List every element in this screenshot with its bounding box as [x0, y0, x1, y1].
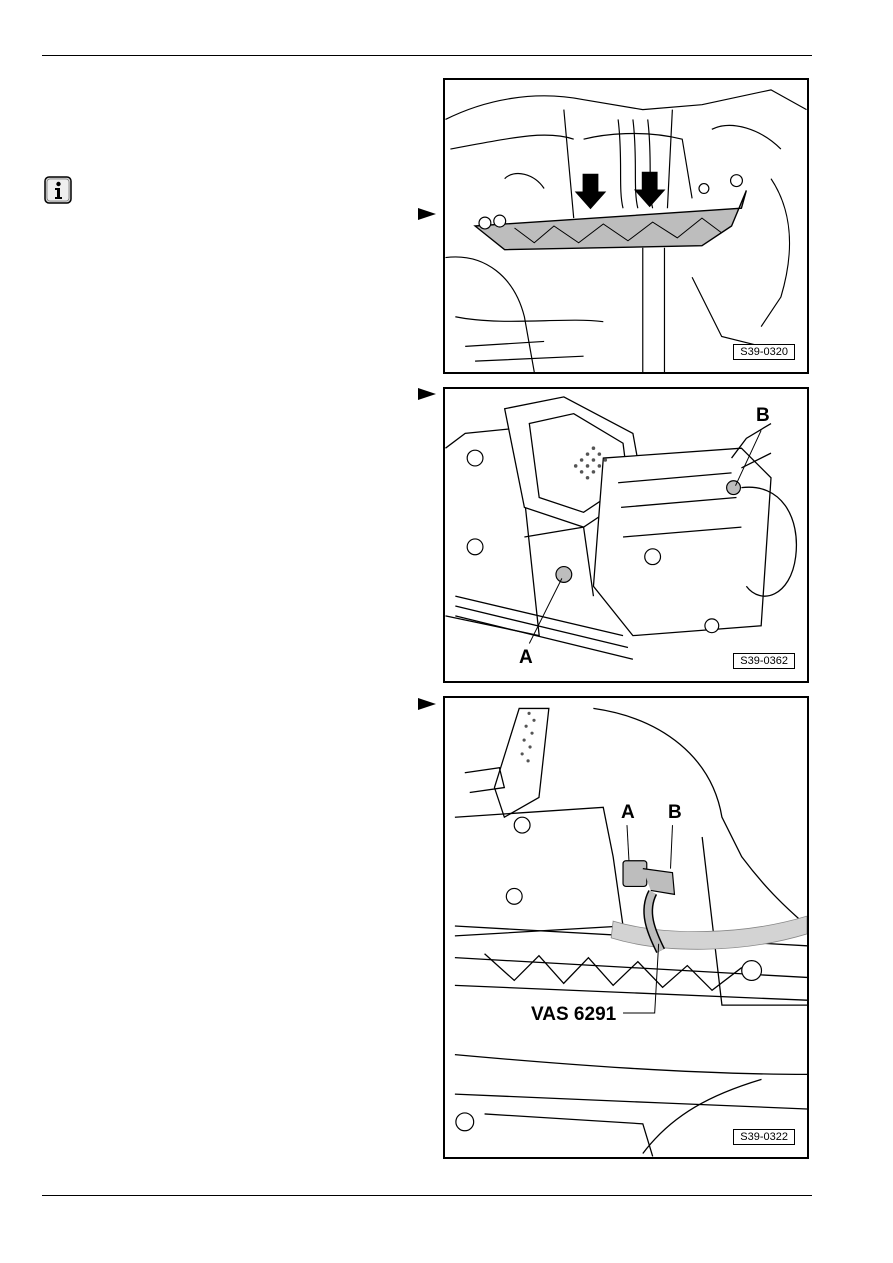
- figure-vas-6291-connection: A B VAS 6291 S39-0322: [443, 696, 809, 1159]
- figure-2-illustration: [445, 396, 798, 660]
- figure-gearbox-plugs: B A S39-0362: [443, 387, 809, 683]
- callout-a: A: [621, 802, 635, 823]
- figure-label: S39-0320: [733, 344, 795, 360]
- figure-drain-plug-bracket: S39-0320: [443, 78, 809, 374]
- header-rule: [42, 55, 812, 56]
- pointer-icon-1: [418, 208, 436, 220]
- pointer-icon-2: [418, 388, 436, 400]
- callout-vas-6291: VAS 6291: [531, 1004, 617, 1025]
- figure-3-illustration: [454, 707, 807, 1157]
- pointer-icon-3: [418, 698, 436, 710]
- callout-a: A: [519, 647, 533, 668]
- figure-1-illustration: [445, 89, 807, 372]
- figure-label: S39-0322: [733, 1129, 795, 1145]
- callout-b: B: [668, 802, 682, 823]
- footer-rule: [42, 1195, 812, 1196]
- info-icon: [44, 176, 72, 204]
- figure-label: S39-0362: [733, 653, 795, 669]
- callout-b: B: [756, 405, 770, 426]
